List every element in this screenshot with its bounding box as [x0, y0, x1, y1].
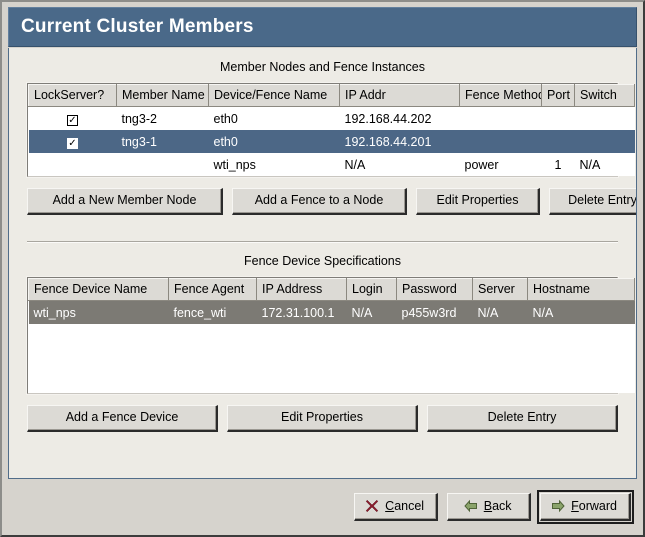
column-header-port[interactable]: Port: [541, 84, 575, 107]
table-row[interactable]: ✓ tng3-1 eth0 192.168.44.201: [28, 130, 635, 153]
cancel-button[interactable]: Cancel: [354, 493, 439, 521]
dialog-titlebar: Current Cluster Members: [8, 7, 637, 47]
add-new-member-node-button[interactable]: Add a New Member Node: [27, 188, 223, 215]
hostname-cell: N/A: [527, 300, 635, 324]
member-name-cell: tng3-2: [116, 106, 209, 130]
checkbox-checked-icon[interactable]: ✓: [67, 115, 78, 126]
column-header-device-fence-name[interactable]: Device/Fence Name: [208, 84, 340, 107]
arrow-right-icon: [552, 499, 565, 513]
members-section-heading: Member Nodes and Fence Instances: [220, 60, 425, 74]
cancel-x-icon: [366, 499, 379, 513]
table-empty-row: [28, 370, 635, 393]
fence-section-heading: Fence Device Specifications: [243, 254, 402, 268]
back-label-rest: ack: [492, 499, 512, 513]
members-table-container[interactable]: LockServer? Member Name Device/Fence Nam…: [27, 83, 635, 177]
checkbox-checked-icon[interactable]: ✓: [67, 138, 78, 149]
column-header-password[interactable]: Password: [396, 278, 473, 301]
ip-address-cell: 172.31.100.1: [256, 300, 347, 324]
fence-devices-table: Fence Device Name Fence Agent IP Address…: [28, 278, 635, 393]
fence-method-cell: [459, 106, 542, 130]
add-fence-device-button[interactable]: Add a Fence Device: [27, 405, 218, 432]
cancel-button-label: Cancel: [385, 499, 424, 513]
switch-cell: [574, 130, 635, 153]
table-row[interactable]: wti_nps N/A power 1 N/A: [28, 153, 635, 176]
back-button[interactable]: Back: [447, 493, 532, 521]
dialog-content-panel: Member Nodes and Fence Instances LockSer…: [8, 48, 637, 479]
add-fence-to-node-button[interactable]: Add a Fence to a Node: [232, 188, 407, 215]
delete-entry-member-button[interactable]: Delete Entry: [549, 188, 636, 215]
column-header-fence-device-name[interactable]: Fence Device Name: [28, 278, 169, 301]
column-header-hostname[interactable]: Hostname: [527, 278, 635, 301]
port-cell: 1: [541, 153, 575, 176]
fence-agent-cell: fence_wti: [168, 300, 257, 324]
lockserver-cell: [28, 153, 117, 176]
fence-device-name-cell: wti_nps: [28, 300, 169, 324]
ip-addr-cell: N/A: [339, 153, 460, 176]
member-name-cell: tng3-1: [116, 130, 209, 153]
table-row[interactable]: ✓ tng3-2 eth0 192.168.44.202: [28, 106, 635, 130]
edit-properties-member-button[interactable]: Edit Properties: [416, 188, 540, 215]
cancel-mnemonic: C: [385, 499, 395, 513]
column-header-lockserver[interactable]: LockServer?: [28, 84, 117, 107]
server-cell: N/A: [472, 300, 528, 324]
delete-entry-fence-button[interactable]: Delete Entry: [427, 405, 618, 432]
switch-cell: N/A: [574, 153, 635, 176]
column-header-server[interactable]: Server: [472, 278, 528, 301]
table-empty-row: [28, 347, 635, 370]
port-cell: [541, 106, 575, 130]
back-mnemonic: B: [483, 499, 493, 513]
device-fence-name-cell: eth0: [208, 106, 340, 130]
forward-button-label: Forward: [571, 499, 617, 513]
fence-table-container[interactable]: Fence Device Name Fence Agent IP Address…: [27, 277, 635, 394]
lockserver-cell[interactable]: ✓: [28, 130, 117, 153]
table-row[interactable]: wti_nps fence_wti 172.31.100.1 N/A p455w…: [28, 300, 635, 324]
column-header-ip-address[interactable]: IP Address: [256, 278, 347, 301]
members-table-header-row: LockServer? Member Name Device/Fence Nam…: [28, 84, 635, 107]
table-empty-row: [28, 324, 635, 347]
section-separator: [27, 241, 618, 242]
forward-mnemonic: F: [571, 499, 579, 513]
fence-method-cell: power: [459, 153, 542, 176]
fence-method-cell: [459, 130, 542, 153]
port-cell: [541, 130, 575, 153]
column-header-ip-addr[interactable]: IP Addr: [339, 84, 460, 107]
forward-label-rest: orward: [578, 499, 617, 513]
switch-cell: [574, 106, 635, 130]
arrow-left-icon: [464, 499, 477, 513]
column-header-login[interactable]: Login: [346, 278, 397, 301]
edit-properties-fence-button[interactable]: Edit Properties: [227, 405, 418, 432]
column-header-member-name[interactable]: Member Name: [116, 84, 209, 107]
page-title: Current Cluster Members: [21, 16, 254, 37]
column-header-switch[interactable]: Switch: [574, 84, 635, 107]
device-fence-name-cell: eth0: [208, 130, 340, 153]
members-button-row: Add a New Member Node Add a Fence to a N…: [27, 188, 636, 215]
members-table: LockServer? Member Name Device/Fence Nam…: [28, 84, 635, 176]
cancel-label-rest: ancel: [394, 499, 425, 513]
column-header-fence-method[interactable]: Fence Method: [459, 84, 542, 107]
device-fence-name-cell: wti_nps: [208, 153, 340, 176]
forward-button[interactable]: Forward: [537, 490, 634, 524]
ip-addr-cell: 192.168.44.202: [339, 106, 460, 130]
login-cell: N/A: [346, 300, 397, 324]
password-cell: p455w3rd: [396, 300, 473, 324]
member-name-cell: [116, 153, 209, 176]
ip-addr-cell: 192.168.44.201: [339, 130, 460, 153]
lockserver-cell[interactable]: ✓: [28, 106, 117, 130]
column-header-fence-agent[interactable]: Fence Agent: [168, 278, 257, 301]
fence-table-header-row: Fence Device Name Fence Agent IP Address…: [28, 278, 635, 301]
fence-button-row: Add a Fence Device Edit Properties Delet…: [27, 405, 618, 432]
dialog-action-bar: Cancel Back Forward: [2, 479, 643, 535]
back-button-label: Back: [484, 499, 512, 513]
